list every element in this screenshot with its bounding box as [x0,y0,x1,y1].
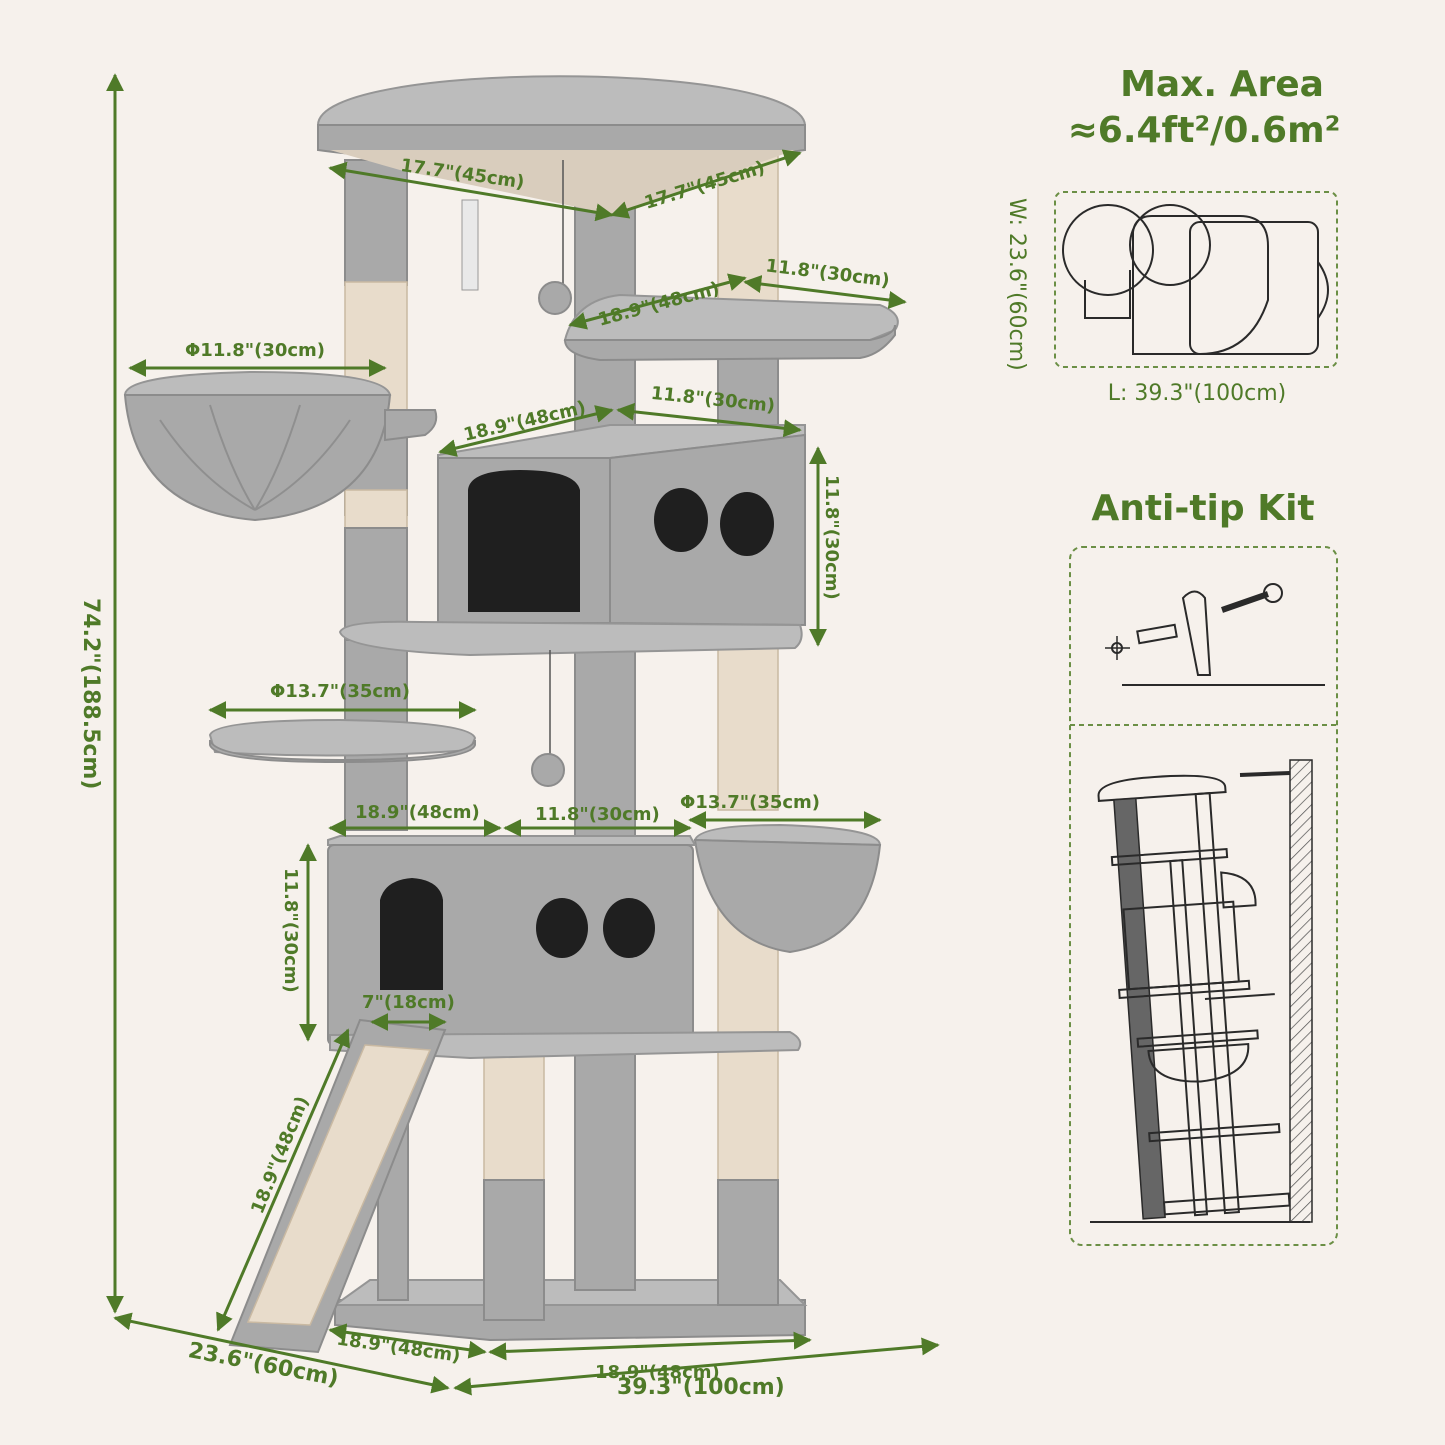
dimension-lines [106,73,940,1396]
hanging-ball [538,281,572,315]
lower-basket [693,838,882,954]
dim-overall-length: 39.3"(100cm) [617,1375,785,1400]
post [344,527,408,639]
sisal-post [344,489,408,531]
hanging-strap [461,199,479,291]
post [483,1179,545,1321]
top-basket [123,394,392,522]
footprint-box [1054,191,1338,368]
lower-condo-porthole [603,898,655,958]
wall-anchor-icon [1136,623,1178,645]
dim-condo-bottom-left: 18.9"(48cm) [355,802,480,823]
upper-condo-platform [338,620,803,657]
max-area-title: Max. Area [1120,64,1324,105]
sisal-post [717,639,779,811]
max-area-value: ≈6.4ft²/0.6m² [1068,110,1341,151]
anti-tip-panel: Anti-tip Kit [1069,488,1338,1246]
dim-basket-bottom: Φ13.7"(35cm) [680,792,820,813]
dim-base-right: 18.9"(48cm) [595,1362,720,1383]
screw-icon [1263,583,1283,603]
max-area-panel: Max. Area ≈6.4ft²/0.6m² W: 23.6"(60cm) L… [1004,64,1340,406]
dim-ramp-width: 7"(18cm) [362,992,455,1013]
lower-condo-door [380,878,443,990]
dim-condo-bottom-mid: 11.8"(30cm) [535,804,660,825]
upper-condo-side [609,433,806,627]
dim-round-platform: Φ13.7"(35cm) [270,681,410,702]
footprint-width: W: 23.6"(60cm) [1004,198,1029,371]
anti-tip-title: Anti-tip Kit [1091,488,1314,529]
anti-tip-hardware [1105,583,1325,686]
upper-condo-porthole [720,492,774,556]
dim-condo-bottom-height: 11.8"(30cm) [280,868,301,993]
dim-total-height: 74.2"(188.5cm) [78,598,103,789]
center-post [574,189,636,1291]
hanging-ball [531,753,565,787]
dim-basket-top: Φ11.8"(30cm) [185,340,325,361]
lower-condo-platform [329,1030,802,1060]
round-platform [208,718,477,757]
upper-condo-door [468,470,580,612]
footprint-length: L: 39.3"(100cm) [1108,381,1286,406]
post [717,1179,779,1306]
sisal-post [483,1044,545,1181]
lower-condo-porthole [536,898,588,958]
bracket-icon [1181,590,1212,676]
footprint-drawing [1062,204,1329,355]
upper-condo-porthole [654,488,708,552]
dim-condo-top-height: 11.8"(30cm) [821,475,842,600]
anti-tip-installed-drawing [1090,759,1313,1223]
anti-tip-box [1069,546,1338,1246]
